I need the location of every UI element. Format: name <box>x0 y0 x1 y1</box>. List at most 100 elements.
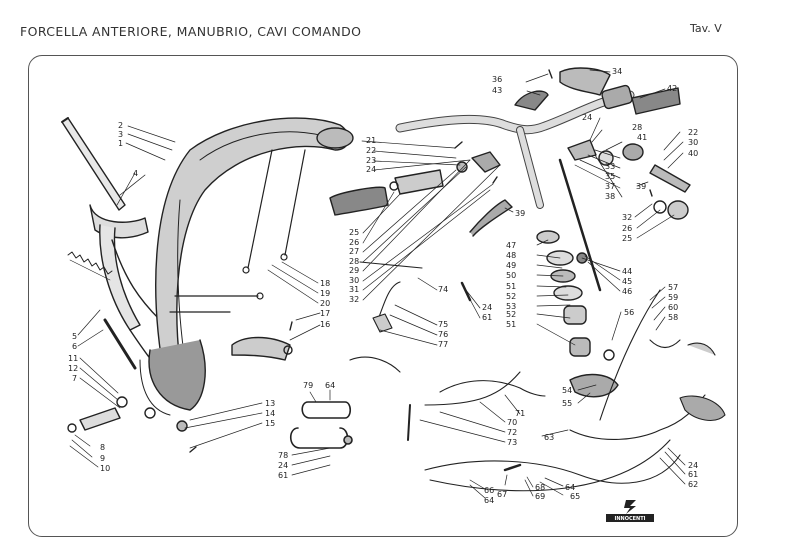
callout-10: 10 <box>100 464 110 473</box>
callout-76: 76 <box>438 330 448 339</box>
callout-14: 14 <box>265 409 275 418</box>
callout-24-mid: 24 <box>482 303 492 312</box>
callout-70: 70 <box>507 418 517 427</box>
callout-32-right: 32 <box>622 213 632 222</box>
callout-53: 53 <box>506 302 516 311</box>
callout-17: 17 <box>320 309 330 318</box>
callout-61-low: 61 <box>688 470 698 479</box>
callout-8: 8 <box>100 443 105 452</box>
callout-25-right: 25 <box>622 234 632 243</box>
callout-18: 18 <box>320 279 330 288</box>
callout-22: 22 <box>366 146 376 155</box>
callout-55: 55 <box>562 399 572 408</box>
callout-77: 77 <box>438 340 448 349</box>
callout-20: 20 <box>320 299 330 308</box>
callout-42: 42 <box>667 84 677 93</box>
callout-59: 59 <box>668 293 678 302</box>
callout-28-right: 28 <box>632 123 642 132</box>
callout-38: 38 <box>605 192 615 201</box>
fork-spring <box>67 251 113 281</box>
callout-22-right: 22 <box>688 128 698 137</box>
callout-79: 79 <box>303 381 313 390</box>
callout-25: 25 <box>349 228 359 237</box>
callout-23: 23 <box>366 156 376 165</box>
callout-33: 33 <box>605 162 615 171</box>
callout-2: 2 <box>118 121 123 130</box>
callout-35: 35 <box>605 172 615 181</box>
callout-29: 29 <box>349 266 359 275</box>
callout-62: 62 <box>688 480 698 489</box>
callout-7: 7 <box>72 374 77 383</box>
callout-41: 41 <box>637 133 647 142</box>
callout-67: 67 <box>497 490 507 499</box>
callout-24: 24 <box>366 165 376 174</box>
callout-44: 44 <box>622 267 632 276</box>
callout-47: 47 <box>506 241 516 250</box>
callout-6: 6 <box>72 342 77 351</box>
callout-66: 66 <box>484 486 494 495</box>
callout-52b: 52 <box>506 310 516 319</box>
callout-26: 26 <box>349 238 359 247</box>
left-grip-parts <box>329 141 513 237</box>
callout-74: 74 <box>438 285 448 294</box>
callout-40: 40 <box>688 149 698 158</box>
callout-61-bl: 61 <box>278 471 288 480</box>
callout-64-bl: 64 <box>484 496 494 505</box>
callout-31: 31 <box>349 285 359 294</box>
callout-75: 75 <box>438 320 448 329</box>
callout-73: 73 <box>507 438 517 447</box>
logo-mark-icon <box>624 500 636 514</box>
callout-51b: 51 <box>506 320 516 329</box>
callout-9: 9 <box>100 454 105 463</box>
callout-48: 48 <box>506 251 516 260</box>
callout-71: 71 <box>515 409 525 418</box>
callout-45: 45 <box>622 277 632 286</box>
mudguard-stays <box>103 149 306 370</box>
callout-12: 12 <box>68 364 78 373</box>
callout-39-left: 39 <box>515 209 525 218</box>
callout-43: 43 <box>492 86 502 95</box>
callout-64-br: 64 <box>565 483 575 492</box>
front-mudguard <box>139 117 354 416</box>
callout-13: 13 <box>265 399 275 408</box>
callout-37: 37 <box>605 182 615 191</box>
right-side-parts <box>567 139 691 220</box>
callout-15: 15 <box>265 419 275 428</box>
callout-24-bl: 24 <box>278 461 288 470</box>
callout-52: 52 <box>506 292 516 301</box>
callout-4: 4 <box>133 169 138 178</box>
callout-51: 51 <box>506 282 516 291</box>
callout-30-right: 30 <box>688 138 698 147</box>
callout-69: 69 <box>535 492 545 501</box>
callout-labels: 2 3 1 4 5 6 11 12 7 8 9 10 13 14 15 17 1… <box>68 67 698 505</box>
callout-58: 58 <box>668 313 678 322</box>
callout-56: 56 <box>624 308 634 317</box>
callout-26-right: 26 <box>622 224 632 233</box>
callout-3: 3 <box>118 130 123 139</box>
callout-21: 21 <box>366 136 376 145</box>
callout-27: 27 <box>349 247 359 256</box>
callout-65: 65 <box>570 492 580 501</box>
callout-32: 32 <box>349 295 359 304</box>
u-clamps <box>289 401 353 449</box>
callout-63: 63 <box>544 433 554 442</box>
callout-54: 54 <box>562 386 572 395</box>
logo-bar <box>606 514 654 522</box>
callout-61-mid: 61 <box>482 313 492 322</box>
callout-49: 49 <box>506 261 516 270</box>
callout-57: 57 <box>668 283 678 292</box>
page-title: FORCELLA ANTERIORE, MANUBRIO, CAVI COMAN… <box>20 24 362 39</box>
callout-60: 60 <box>668 303 678 312</box>
innocenti-logo: INNOCENTI <box>606 500 654 522</box>
callout-68: 68 <box>535 483 545 492</box>
callout-16: 16 <box>320 320 330 329</box>
callout-11: 11 <box>68 354 78 363</box>
callout-34: 34 <box>612 67 622 76</box>
handlebar <box>395 67 681 209</box>
callout-19: 19 <box>320 289 330 298</box>
fork-link-parts <box>67 321 293 453</box>
callout-28: 28 <box>349 257 359 266</box>
drawing-frame <box>28 55 738 537</box>
callout-30: 30 <box>349 276 359 285</box>
callout-24-right: 24 <box>582 113 592 122</box>
